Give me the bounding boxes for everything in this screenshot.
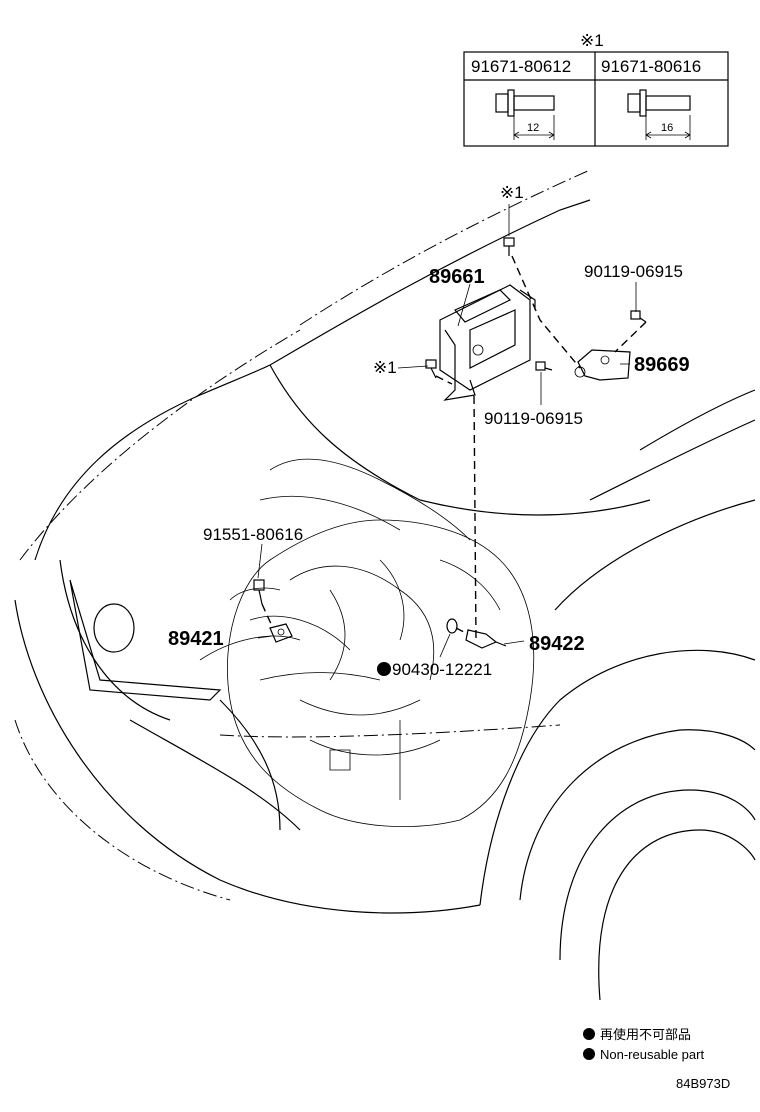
dash-line-ecu-vertical [473,395,477,641]
legend-en: Non-reusable part [600,1047,704,1062]
dash-line-gasket [455,627,469,635]
legend-dot-jp-icon [583,1028,595,1040]
bolt-top-icon [503,237,515,256]
bolt-sensor-icon [253,579,265,605]
ecu-bracket-icon [574,349,631,381]
callout-note-left: ※1 [373,358,397,377]
callout-bracket: 89669 [634,354,690,376]
vehicle-outline [14,169,756,1001]
callout-note-top: ※1 [500,183,524,202]
callout-ecu: 89661 [429,266,485,288]
bolt-left-icon [425,359,437,379]
dash-line-sensor-bolt [261,603,273,627]
table-length-1: 12 [527,122,539,134]
gasket-icon [446,618,458,634]
table-part-1: 91671-80612 [471,57,571,76]
engine-block [199,458,535,827]
legend-jp: 再使用不可部品 [600,1027,691,1042]
table-part-2: 91671-80616 [601,57,701,76]
callout-sensor-left: 89421 [168,628,224,650]
bolt-table: ※1 91671-80612 91671-80616 12 16 [463,31,729,147]
legend: 再使用不可部品 Non-reusable part [583,1027,704,1062]
legend-dot-en-icon [583,1048,595,1060]
bolt-right-top-icon [630,310,647,323]
dash-line-top-bolt [511,255,581,369]
callout-bolt-bottom: 90119-06915 [484,409,583,428]
flange-bolt-16-icon [627,89,691,140]
table-note-mark: ※1 [580,31,604,50]
callout-gasket: 90430-12221 [392,660,492,679]
non-reusable-mark-icon [377,662,391,676]
dash-line-right-bolt [614,321,647,353]
figure-code: 84B973D [676,1076,730,1091]
sensor-right-icon [465,629,507,649]
bolt-bottom-icon [535,361,553,371]
table-length-2: 16 [661,122,673,134]
callout-sensor-right: 89422 [529,633,585,655]
flange-bolt-12-icon [495,89,555,140]
dash-line-left-bolt [435,375,453,385]
callout-bolt-left: 91551-80616 [203,525,303,544]
sensor-left-icon [269,623,293,643]
ecu-module-icon [439,284,536,401]
callout-bolt-right-top: 90119-06915 [584,262,683,281]
